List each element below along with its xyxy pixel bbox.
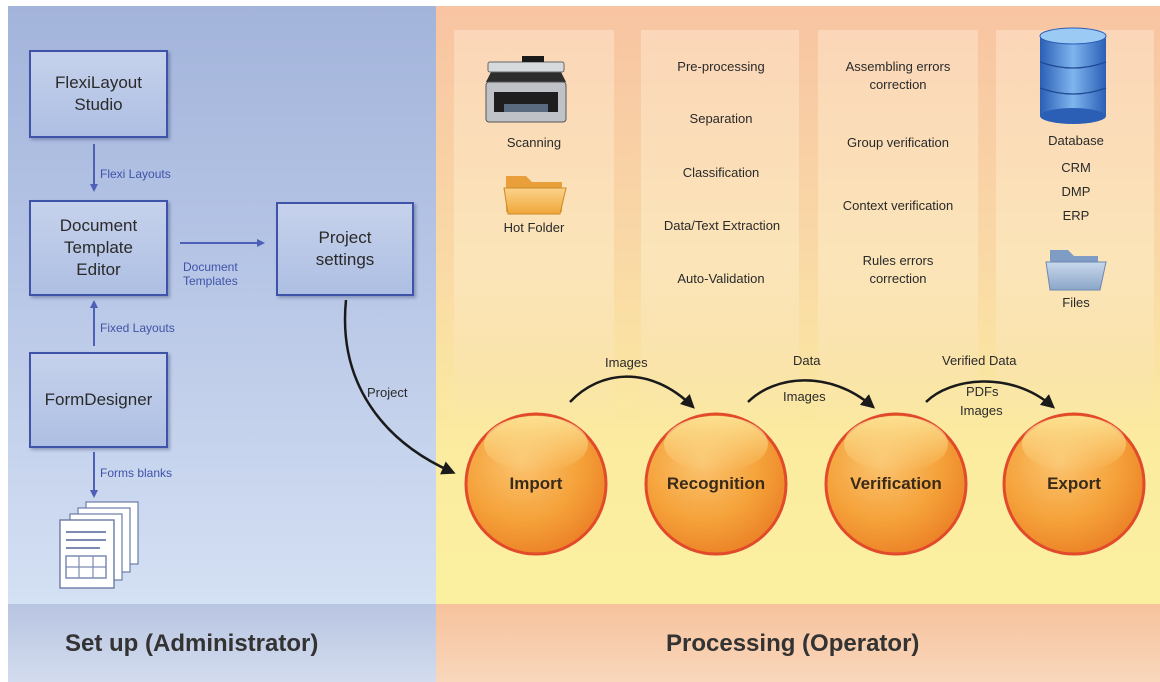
folder-icon — [1045, 250, 1107, 291]
stage-label-export: Export — [1047, 474, 1101, 493]
flow-label: Verified Data — [942, 353, 1017, 368]
formdesigner-box: FormDesigner — [29, 352, 168, 448]
setup-title: Set up (Administrator) — [65, 630, 319, 657]
flow-label: Data — [793, 353, 821, 368]
stage-circle-recognition — [644, 412, 788, 556]
verification-step: Assembling errors correction — [845, 59, 951, 92]
export-target: Files — [1062, 295, 1090, 310]
flow-label: Images — [960, 403, 1003, 418]
flow-label: PDFs — [966, 384, 999, 399]
images-flow-arrow — [569, 375, 695, 409]
flexilayout-studio-box: FlexiLayout Studio — [29, 50, 168, 138]
export-target: Database — [1048, 133, 1104, 148]
forms-blanks-label: Forms blanks — [100, 466, 173, 480]
recognition-step: Pre-processing — [677, 59, 765, 74]
export-target: ERP — [1062, 208, 1090, 223]
recognition-step: Separation — [689, 111, 753, 126]
document-stack-icon — [59, 501, 139, 589]
folder-icon — [503, 176, 567, 215]
stage-label-recognition: Recognition — [666, 474, 766, 493]
processing-title: Processing (Operator) — [666, 630, 920, 657]
stage-circle-export — [1002, 412, 1146, 556]
document-template-editor-box: Document Template Editor — [29, 200, 168, 296]
verification-step: Rules errors correction — [862, 253, 934, 286]
fixed-layouts-label: Fixed Layouts — [100, 321, 175, 335]
scanning-label: Scanning — [506, 135, 562, 150]
document-templates-label: Document Templates — [183, 260, 238, 288]
flow-label: Images — [783, 389, 826, 404]
verification-step: Group verification — [847, 135, 949, 150]
recognition-step: Classification — [682, 165, 760, 180]
stage-label-verification: Verification — [850, 474, 942, 493]
scanner-icon — [485, 56, 567, 123]
recognition-step: Data/Text Extraction — [663, 218, 781, 233]
export-target: DMP — [1061, 184, 1091, 199]
stage-circle-import — [464, 412, 608, 556]
verification-column — [818, 30, 978, 430]
stage-circle-verification — [824, 412, 968, 556]
verified-data-flow-arrow — [925, 380, 1056, 409]
setup-footer — [8, 604, 436, 682]
project-settings-box: Project settings — [276, 202, 414, 296]
recognition-step: Auto-Validation — [677, 271, 765, 286]
export-target: CRM — [1061, 160, 1091, 175]
hot-folder-label: Hot Folder — [503, 220, 565, 235]
processing-footer — [436, 604, 1160, 682]
flexi-layouts-label: Flexi Layouts — [100, 167, 171, 181]
database-icon — [1039, 27, 1107, 124]
verification-step: Context verification — [842, 198, 954, 213]
recognition-column — [641, 30, 799, 430]
project-label: Project — [367, 385, 408, 400]
data-flow-arrow — [747, 379, 876, 409]
project-arrow — [343, 299, 456, 475]
stage-label-import: Import — [509, 474, 563, 493]
flow-label: Images — [605, 355, 648, 370]
